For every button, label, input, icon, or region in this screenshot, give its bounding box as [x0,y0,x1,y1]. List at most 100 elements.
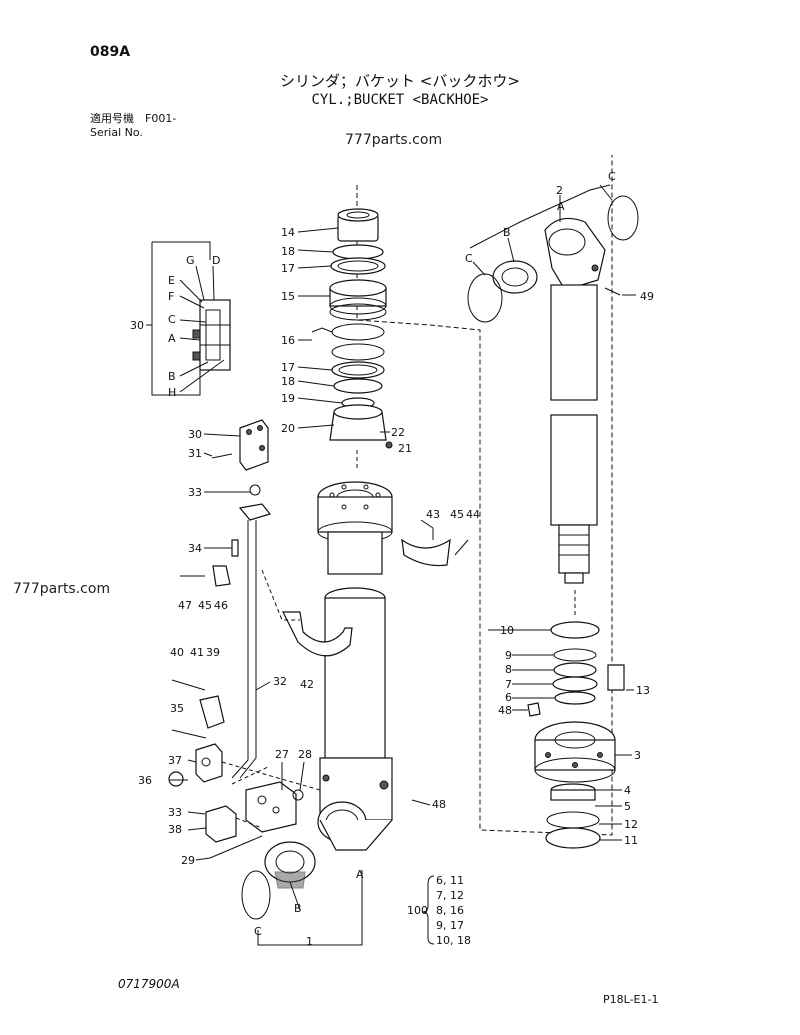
callout-34: 34 [188,542,202,555]
bushing-bottom [241,841,316,920]
callout-32: 32 [273,675,287,688]
callout-36: 36 [138,774,152,787]
callout-1: 1 [306,935,313,948]
label-C: C [608,170,616,183]
kit-number: 100 [407,904,428,917]
callout-6: 6 [505,691,512,704]
label-A: A [168,332,176,345]
callout-37: 37 [168,754,182,767]
plug-36 [168,771,184,787]
assembly-boundary-lines [356,155,613,836]
gland-nut-14 [337,208,379,242]
label-C: C [465,252,473,265]
kit-item: 8, 16 [436,904,464,917]
piston-rod [550,284,598,584]
callout-38: 38 [168,823,182,836]
callout-4: 4 [624,784,631,797]
label-C: C [168,313,176,326]
block-27 [209,781,304,859]
label-D: D [212,254,220,267]
title-japanese: シリンダ；バケット <バックホウ> [280,72,520,90]
block-38 [205,805,237,843]
hose-32 [231,520,300,779]
label-F: F [168,290,174,303]
rod-eye [467,195,639,323]
callout-labels: 14 18 17 15 16 17 18 19 20 22 21 30 31 3… [130,170,654,948]
label-A: A [557,200,565,213]
callout-33: 33 [188,486,202,499]
seal-rings-stack [329,244,387,409]
callout-15: 15 [281,290,295,303]
callout-8: 8 [505,663,512,676]
callout-45: 45 [450,508,464,521]
footer-page-ref: P18L-E1-1 [603,993,659,1006]
callout-2: 2 [556,184,563,197]
footer-drawing-code: 0717900A [118,977,180,991]
callout-3: 3 [634,749,641,762]
kit-item: 7, 12 [436,889,464,902]
callout-22: 22 [391,426,405,439]
title-english: CYL.;BUCKET <BACKHOE> [311,92,489,108]
pipe-flange-34 [231,503,272,557]
callout-33: 33 [168,806,182,819]
callout-11: 11 [624,834,638,847]
watermark-left: 777parts.com [13,581,111,597]
callout-46: 46 [214,599,228,612]
valve-block-30 [211,419,269,496]
label-B: B [503,226,511,239]
cylinder-head-flange [317,481,393,575]
callout-30: 30 [188,428,202,441]
callout-47: 47 [178,599,192,612]
callout-5: 5 [624,800,631,813]
callout-29: 29 [181,854,195,867]
label-B: B [294,902,302,915]
label-C: C [254,925,262,938]
callout-18: 18 [281,375,295,388]
clamp-band-43 [401,528,469,567]
callout-27: 27 [275,748,289,761]
page-code: 089A [90,44,131,60]
watermark-top: 777parts.com [345,132,443,148]
block-37 [195,743,223,783]
piston-rings-bottom [545,783,601,849]
callout-12: 12 [624,818,638,831]
label-E: E [168,274,175,287]
callout-41: 41 [190,646,204,659]
callout-leaders [146,184,636,946]
callout-30: 30 [130,319,144,332]
cylinder-tube [317,587,393,851]
callout-14: 14 [281,226,295,239]
callout-21: 21 [398,442,412,455]
callout-7: 7 [505,678,512,691]
callout-44: 44 [466,508,480,521]
kit-100-bracket: 100 6, 11 7, 12 8, 16 9, 17 10, 18 [407,874,471,947]
label-H: H [168,386,176,399]
kit-item: 6, 11 [436,874,464,887]
callout-9: 9 [505,649,512,662]
callout-48: 48 [498,704,512,717]
label-G: G [186,254,195,267]
callout-35: 35 [170,702,184,715]
callout-40: 40 [170,646,184,659]
clamp-42 [282,611,353,657]
callout-39: 39 [206,646,220,659]
callout-19: 19 [281,392,295,405]
dashed-leader-lines-left [221,761,321,829]
callout-45: 45 [198,599,212,612]
callout-18: 18 [281,245,295,258]
callout-10: 10 [500,624,514,637]
fitting-46-47 [180,565,231,587]
valve-detail-box [151,241,231,396]
callout-17: 17 [281,361,295,374]
label-A: A [356,868,364,881]
callout-49: 49 [640,290,654,303]
callout-20: 20 [281,422,295,435]
callout-43: 43 [426,508,440,521]
serial-japanese: 適用号機 F001- [90,112,177,125]
callout-13: 13 [636,684,650,697]
callout-48: 48 [432,798,446,811]
callout-42: 42 [300,678,314,691]
kit-item: 10, 18 [436,934,471,947]
callout-28: 28 [298,748,312,761]
